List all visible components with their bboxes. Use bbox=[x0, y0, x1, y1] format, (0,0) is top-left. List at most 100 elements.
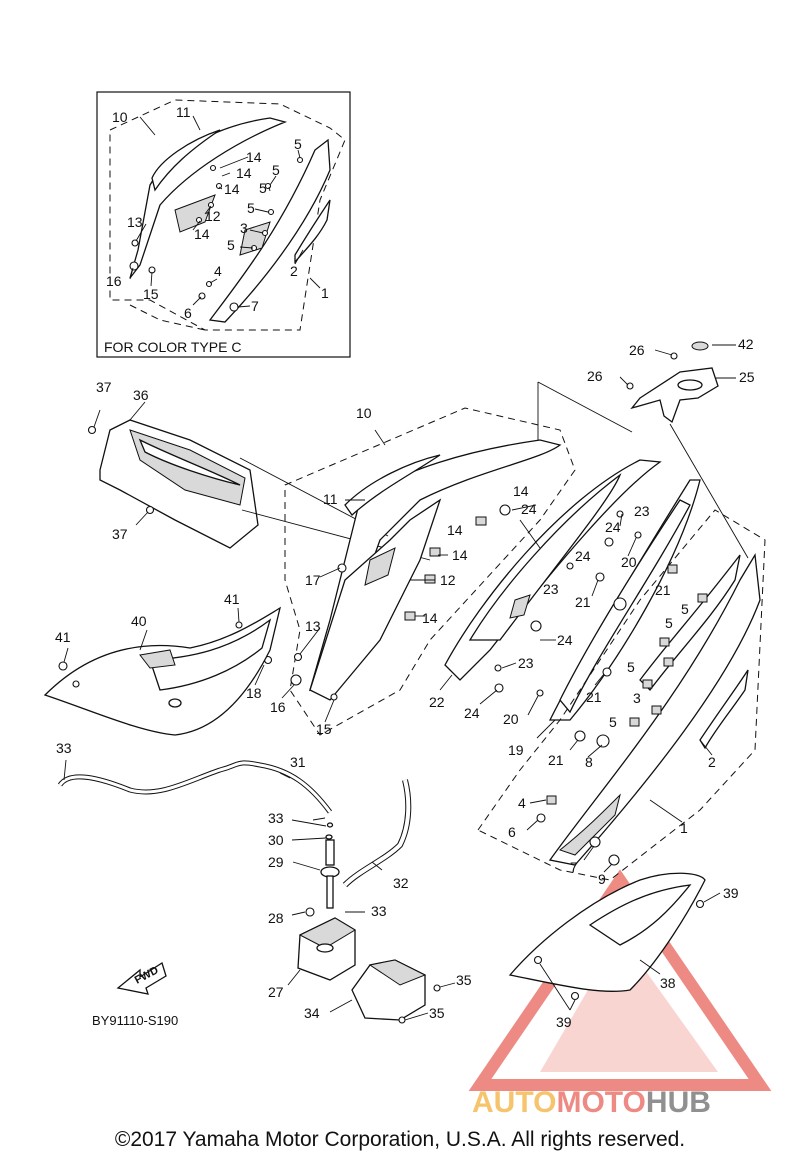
callout-label: 8 bbox=[585, 754, 593, 770]
inset-color-type-c: FOR COLOR TYPE C 10 11 14 14 14 14 12 13… bbox=[96, 91, 351, 358]
callout-label: 29 bbox=[268, 854, 284, 870]
inset-frame bbox=[96, 91, 351, 358]
callout-label: 23 bbox=[518, 655, 534, 671]
canister-27 bbox=[287, 819, 365, 986]
callout-label: 24 bbox=[521, 501, 537, 517]
watermark-triangle-inner bbox=[540, 935, 718, 1072]
watermark-moto: MOTO bbox=[556, 1086, 645, 1119]
callout-label: 26 bbox=[587, 368, 603, 384]
callout-label: 20 bbox=[503, 711, 519, 727]
callout-label: 41 bbox=[55, 629, 71, 645]
callout-label: 16 bbox=[106, 273, 122, 289]
callout-label: 5 bbox=[227, 237, 235, 253]
hose-32 bbox=[342, 779, 412, 888]
callout-label: 11 bbox=[323, 491, 338, 507]
callout-label: 28 bbox=[268, 910, 284, 926]
side-cover-2-group bbox=[477, 509, 766, 881]
callout-label: 36 bbox=[133, 387, 149, 403]
callout-label: 14 bbox=[236, 165, 252, 181]
callout-label: 4 bbox=[518, 795, 526, 811]
callout-label: 5 bbox=[681, 601, 689, 617]
callout-label: 5 bbox=[609, 714, 617, 730]
callout-label: 11 bbox=[176, 104, 191, 120]
callout-label: 5 bbox=[294, 136, 302, 152]
callout-label: 9 bbox=[598, 871, 606, 887]
callout-label: 22 bbox=[429, 694, 445, 710]
watermark-hub: HUB bbox=[646, 1086, 711, 1119]
cover-38 bbox=[508, 872, 721, 1011]
callout-label: 12 bbox=[205, 208, 221, 224]
callout-label: 42 bbox=[738, 336, 754, 352]
callout-label: 37 bbox=[96, 379, 112, 395]
cover-36 bbox=[87, 401, 431, 561]
inset-leader-lines bbox=[129, 115, 321, 308]
callout-label: 30 bbox=[268, 832, 284, 848]
callout-label: 5 bbox=[272, 162, 280, 178]
callout-label: 5 bbox=[259, 180, 267, 196]
svg-text:AUTOMOTOHUB: AUTOMOTOHUB bbox=[472, 1086, 711, 1119]
callout-label: 34 bbox=[304, 1005, 320, 1021]
callout-label: 13 bbox=[127, 214, 143, 230]
callout-label: 39 bbox=[723, 885, 739, 901]
callout-label: 27 bbox=[268, 984, 284, 1000]
callout-label: 14 bbox=[513, 483, 529, 499]
bracket-22 bbox=[439, 459, 662, 705]
callout-label: 6 bbox=[184, 305, 192, 321]
main-callouts: 26 42 26 25 37 36 37 10 11 14 24 23 14 2… bbox=[55, 336, 755, 1030]
callout-label: 41 bbox=[224, 591, 240, 607]
callout-label: 35 bbox=[456, 972, 472, 988]
copyright-notice: ©2017 Yamaha Motor Corporation, U.S.A. A… bbox=[114, 1128, 686, 1151]
callout-label: 13 bbox=[305, 618, 321, 634]
callout-label: 5 bbox=[627, 659, 635, 675]
callout-label: 5 bbox=[247, 200, 255, 216]
callout-label: 1 bbox=[680, 820, 688, 836]
callout-label: 40 bbox=[131, 613, 147, 629]
watermark-auto: AUTO bbox=[472, 1086, 556, 1119]
callout-label: 4 bbox=[214, 263, 222, 279]
callout-label: 1 bbox=[321, 285, 329, 301]
cover-40 bbox=[43, 606, 295, 736]
callout-label: 38 bbox=[660, 975, 676, 991]
diagram-code: BY91110-S190 bbox=[92, 1013, 178, 1028]
callout-label: 17 bbox=[305, 572, 321, 588]
bracket-19 bbox=[527, 479, 701, 758]
callout-label: 19 bbox=[508, 742, 524, 758]
callout-label: 3 bbox=[633, 690, 641, 706]
callout-label: 15 bbox=[143, 286, 159, 302]
callout-label: 7 bbox=[251, 298, 259, 314]
fwd-arrow-icon: FWD bbox=[116, 961, 167, 995]
callout-label: 39 bbox=[556, 1014, 572, 1030]
callout-label: 5 bbox=[665, 615, 673, 631]
callout-label: 37 bbox=[112, 526, 128, 542]
callout-label: 7 bbox=[570, 859, 578, 875]
callout-label: 33 bbox=[268, 810, 284, 826]
callout-label: 21 bbox=[586, 689, 602, 705]
callout-label: 21 bbox=[575, 594, 591, 610]
callout-label: 12 bbox=[440, 572, 456, 588]
callout-label: 15 bbox=[316, 721, 332, 737]
callout-label: 33 bbox=[371, 903, 387, 919]
bracket-25-group bbox=[537, 341, 749, 559]
callout-label: 10 bbox=[356, 405, 372, 421]
callout-label: 24 bbox=[557, 632, 573, 648]
callout-label: 26 bbox=[629, 342, 645, 358]
callout-label: 14 bbox=[422, 610, 438, 626]
inset-callouts: 10 11 14 14 14 14 12 13 16 15 5 5 5 5 3 … bbox=[106, 104, 329, 321]
callout-label: 14 bbox=[246, 149, 262, 165]
callout-label: 14 bbox=[452, 547, 468, 563]
callout-label: 21 bbox=[548, 752, 564, 768]
callout-label: 21 bbox=[655, 582, 671, 598]
callout-label: 23 bbox=[543, 581, 559, 597]
callout-label: 10 bbox=[112, 109, 128, 125]
callout-label: 24 bbox=[605, 519, 621, 535]
callout-label: 31 bbox=[290, 754, 306, 770]
callout-label: 32 bbox=[393, 875, 409, 891]
callout-label: 24 bbox=[575, 548, 591, 564]
callout-label: 14 bbox=[224, 181, 240, 197]
bracket-34 bbox=[329, 959, 456, 1024]
callout-label: 25 bbox=[739, 369, 755, 385]
callout-label: 24 bbox=[464, 705, 480, 721]
callout-label: 6 bbox=[508, 824, 516, 840]
callout-label: 18 bbox=[246, 685, 262, 701]
callout-label: 16 bbox=[270, 699, 286, 715]
